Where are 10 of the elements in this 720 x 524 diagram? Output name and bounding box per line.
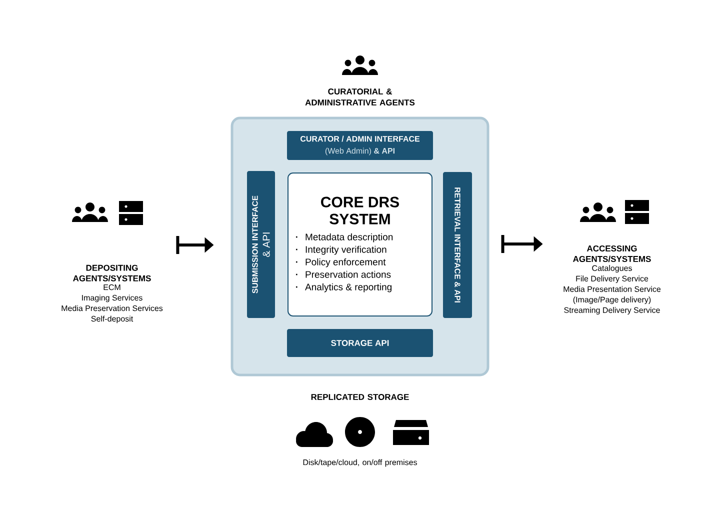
interface-box: RETRIEVAL INTERFACE & API — [443, 172, 472, 318]
core-box: CORE DRS SYSTEM Metadata description Integrity verification Policy enforcement Preservation actions Analytics & reporting — [288, 172, 432, 316]
storage-api-box: STORAGE API — [287, 329, 433, 357]
interface-box: SUBMISSION INTERFACE & API — [247, 171, 275, 318]
agents-text: DEPOSITING AGENTS/SYSTEMS ECM Imaging Services Media Preservation Services Self-deposit — [62, 264, 163, 324]
group-heading: REPLICATED STORAGE — [311, 394, 409, 400]
caption-text: Disk/tape/cloud, on/off premises — [303, 459, 417, 467]
group-heading: CURATORIAL & ADMINISTRATIVE AGENTS — [305, 88, 415, 106]
agents-text: ACCESSING AGENTS/SYSTEMS Catalogues File Delivery Service Media Presentation Service (Image/Page delivery) Streaming Delivery Service — [564, 245, 661, 315]
interface-box: CURATOR / ADMIN INTERFACE (Web Admin) & API — [287, 131, 433, 160]
